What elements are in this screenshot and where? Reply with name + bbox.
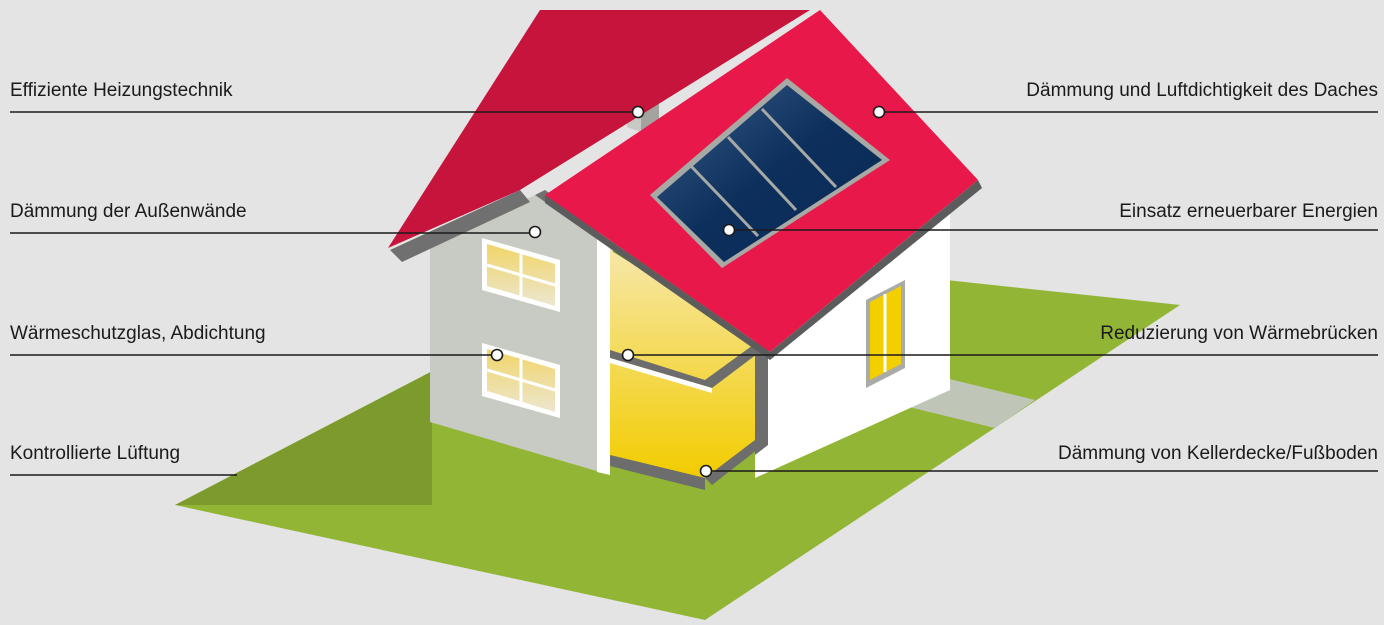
marker-heating [631,105,645,119]
marker-glazing [490,348,504,362]
marker-renewables [722,223,736,237]
label-renewable-energy: Einsatz erneuerbarer Energien [1119,201,1378,222]
house [388,10,982,490]
label-insulated-glazing: Wärmeschutzglas, Abdichtung [10,323,266,344]
label-outer-wall-insulation: Dämmung der Außenwände [10,201,247,222]
label-thermal-bridges: Reduzierung von Wärmebrücken [1100,323,1378,344]
marker-outer-walls [528,225,542,239]
callout-markers [490,105,886,478]
label-controlled-ventilation: Kontrollierte Lüftung [10,443,181,464]
callout-lines [10,111,1378,476]
marker-floor [699,464,713,478]
window-upper [482,238,560,312]
window-lower [482,343,560,418]
label-basement-floor-insulation: Dämmung von Kellerdecke/Fußboden [1057,443,1378,464]
patio-door [866,280,905,388]
marker-thermal-bridges [621,348,635,362]
marker-roof [872,105,886,119]
label-efficient-heating: Effiziente Heizungstechnik [10,80,233,101]
solar-panels [650,78,890,268]
label-roof-insulation: Dämmung und Luftdichtigkeit des Daches [1026,80,1378,101]
